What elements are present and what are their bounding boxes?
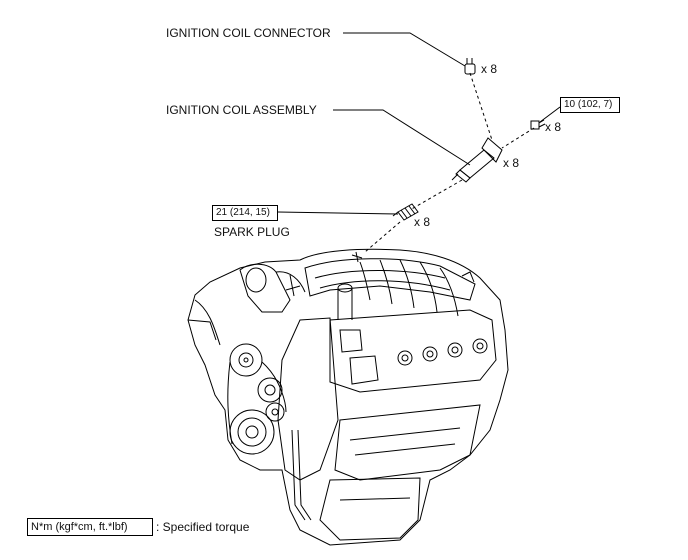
torque-legend-text: : Specified torque [156,520,250,534]
bolt-torque-box: 10 (102, 7) [560,97,620,113]
connector-quantity: x 8 [481,62,498,76]
bolt-axis [501,127,535,149]
ignition-coil-assembly-label: IGNITION COIL ASSEMBLY [166,103,317,117]
plug-leader-line [277,211,399,215]
torque-legend-box: N*m (kgf*cm, ft.*lbf) [27,518,153,536]
plug-torque-box: 21 (214, 15) [212,205,278,221]
connector-leader-line [343,32,466,67]
ignition-coil-connector-label: IGNITION COIL CONNECTOR [166,26,331,40]
spark-plug-part [392,203,419,221]
connector-axis [469,72,493,141]
ignition-coil-assembly [451,137,503,183]
coil-quantity: x 8 [503,156,520,170]
ignition-coil-connector [464,58,476,75]
bolt-quantity: x 8 [545,120,562,134]
bolt-leader-line [539,106,561,123]
bolt-part [530,119,546,130]
plug-axis [409,179,463,211]
plug-quantity: x 8 [414,215,431,229]
coil-leader-line [333,109,471,166]
engine-block [187,248,509,546]
plug-to-engine-axis [364,221,401,253]
spark-plug-label: SPARK PLUG [214,225,290,239]
